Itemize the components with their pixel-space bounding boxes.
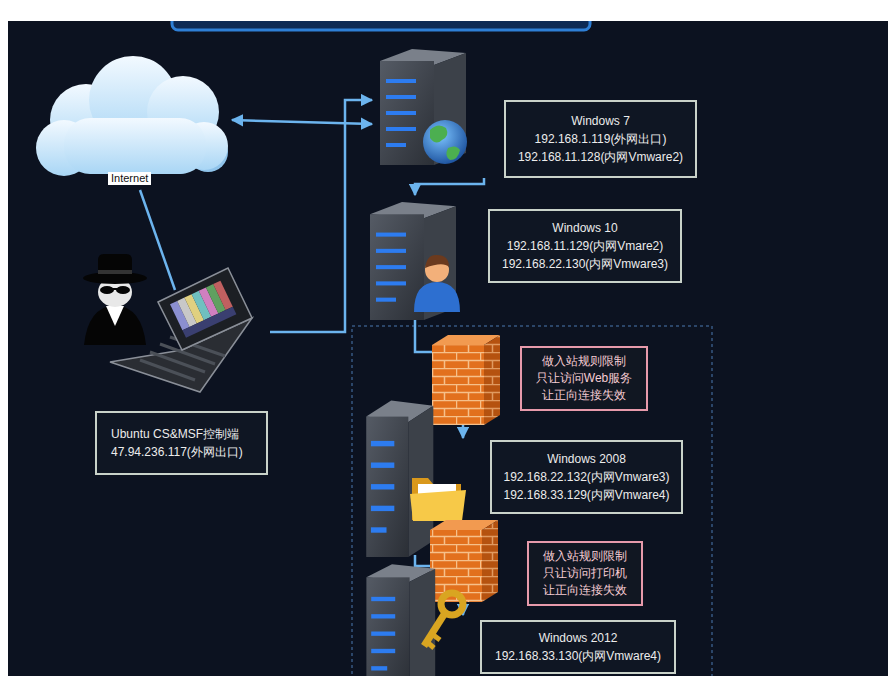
host-name: Windows 10 — [500, 219, 670, 237]
host-address: 192.168.22.132(内网Vmware3) — [502, 468, 671, 486]
host-node: Windows 7192.168.1.119(外网出口)192.168.11.1… — [372, 48, 697, 178]
host-address: 192.168.33.129(内网Vmware4) — [502, 486, 671, 504]
host-address: 192.168.22.130(内网Vmware3) — [500, 255, 670, 273]
firewall — [430, 520, 498, 602]
host-label-box: Windows 2012192.168.33.130(内网Vmware4) — [480, 620, 676, 674]
host-name: Windows 7 — [516, 112, 685, 130]
firewall — [432, 335, 500, 425]
host-node: Ubuntu CS&MSF控制端47.94.236.117(外网出口) — [75, 290, 270, 476]
key-icon — [424, 593, 463, 648]
folder-icon — [410, 478, 466, 521]
rule-note: 做入站规则限制只让访问Web服务让正向连接失效 — [520, 346, 648, 411]
host-node: Windows 2008192.168.22.132(内网Vmware3)192… — [360, 438, 683, 555]
cloud-label: Internet — [111, 172, 148, 185]
host-address: 192.168.33.130(内网Vmware4) — [492, 647, 664, 665]
cloud-label-patch: Internet — [108, 172, 151, 185]
host-name: Ubuntu CS&MSF控制端 — [111, 425, 252, 443]
laptop — [110, 268, 252, 392]
host-label-box: Windows 7192.168.1.119(外网出口)192.168.11.1… — [504, 100, 697, 178]
hacker-figure — [83, 254, 147, 345]
rule-text: 做入站规则限制 — [537, 548, 633, 565]
host-label-box: Ubuntu CS&MSF控制端47.94.236.117(外网出口) — [95, 411, 268, 475]
network-link — [232, 120, 372, 124]
host-name: Windows 2008 — [502, 450, 671, 468]
rule-text: 只让访问打印机 — [537, 565, 633, 582]
host-label-box: Windows 2008192.168.22.132(内网Vmware3)192… — [490, 440, 683, 514]
host-node: Windows 10192.168.11.129(内网Vmare2)192.16… — [362, 195, 682, 320]
network-link — [140, 190, 175, 290]
server-icon — [366, 564, 435, 676]
host-address: 192.168.1.119(外网出口) — [516, 130, 685, 148]
host-address: 192.168.11.129(内网Vmare2) — [500, 237, 670, 255]
dark-ground — [8, 20, 888, 676]
globe-icon — [423, 120, 467, 164]
host-address: 47.94.236.117(外网出口) — [111, 443, 252, 461]
network-link — [415, 178, 484, 195]
rule-text: 只让访问Web服务 — [530, 370, 638, 387]
rule-note: 做入站规则限制只让访问打印机让正向连接失效 — [527, 541, 643, 606]
rule-text: 让正向连接失效 — [537, 582, 633, 599]
host-name: Windows 2012 — [492, 629, 664, 647]
cloud-node: Internet — [28, 48, 232, 190]
user-icon — [414, 255, 460, 312]
host-node: Windows 2012192.168.33.130(内网Vmware4) — [360, 615, 676, 676]
server-icon — [380, 49, 466, 165]
host-label-box: Windows 10192.168.11.129(内网Vmare2)192.16… — [488, 209, 682, 283]
network-link — [270, 100, 372, 332]
rule-text: 让正向连接失效 — [530, 387, 638, 404]
page-strip — [0, 0, 895, 21]
host-address: 192.168.11.128(内网Vmware2) — [516, 148, 685, 166]
rule-text: 做入站规则限制 — [530, 353, 638, 370]
cloud-shape — [28, 48, 232, 190]
